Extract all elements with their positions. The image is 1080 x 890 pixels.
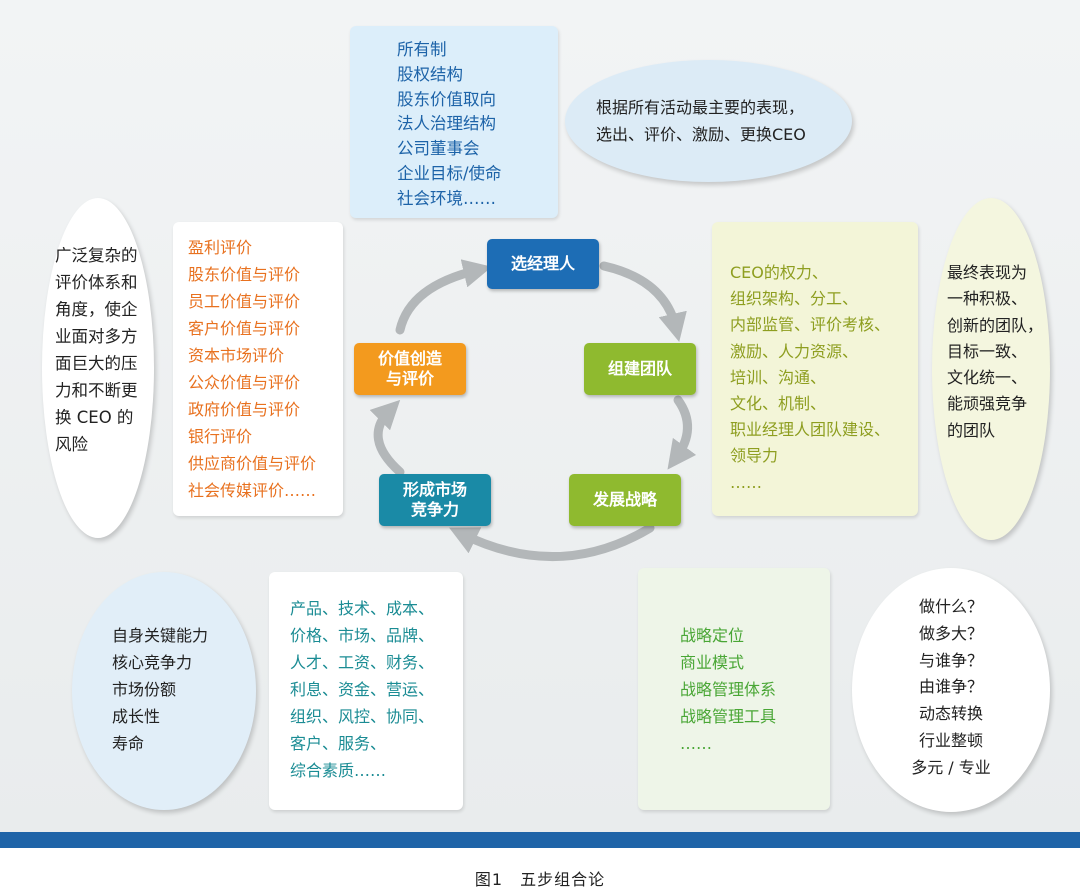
ceo-selection-ellipse: 根据所有活动最主要的表现， 选出、评价、激励、更换CEO <box>565 60 852 182</box>
strategy-item: 战略管理工具 <box>680 707 777 726</box>
evaluation-item: 政府价值与评价 <box>188 400 301 419</box>
build-team-node: 组建团队 <box>584 343 696 395</box>
strategy-question-line: 做多大？ <box>918 623 983 643</box>
pressure-line: 换 CEO 的 <box>55 408 134 427</box>
evaluation-item: 公众价值与评价 <box>188 373 301 392</box>
pressure-line: 角度，使企 <box>55 300 138 319</box>
strategy-card: 战略定位 商业模式 战略管理体系 战略管理工具 …… <box>638 568 830 810</box>
form-competitiveness-node: 形成市场 竞争力 <box>379 474 491 526</box>
strategy-item: 战略管理体系 <box>680 680 777 699</box>
competitiveness-factor-item: 综合素质…… <box>290 761 387 780</box>
arrow-select-to-build <box>599 261 687 343</box>
ceo-selection-line: 选出、评价、激励、更换CEO <box>596 125 806 144</box>
team-building-item: 职业经理人团队建设、 <box>730 420 891 440</box>
competitiveness-factor-item: 价格、市场、品牌、 <box>290 626 435 645</box>
pressure-ellipse: 广泛复杂的 评价体系和 角度，使企 业面对多方 面巨大的压 力和不断更 换 CE… <box>42 198 154 538</box>
team-result-line: 文化统一、 <box>947 368 1028 388</box>
evaluation-item: 银行评价 <box>188 427 253 446</box>
pressure-line: 面巨大的压 <box>55 354 138 373</box>
ownership-item: 股东价值取向 <box>397 89 496 109</box>
team-result-line: 最终表现为 <box>947 263 1028 282</box>
form-competitiveness-label-2: 竞争力 <box>410 500 459 519</box>
select-manager-node: 选经理人 <box>487 239 599 289</box>
pressure-line: 风险 <box>55 435 88 454</box>
team-building-item: 激励、人力资源、 <box>730 341 859 361</box>
ownership-item: 企业目标/使命 <box>397 163 502 183</box>
pressure-line: 评价体系和 <box>55 273 138 292</box>
arrow-build-to-strategy <box>667 395 697 470</box>
team-result-line: 能顽强竞争 <box>947 394 1028 414</box>
team-result-line: 目标一致、 <box>947 341 1028 361</box>
ownership-item: 所有制 <box>397 40 447 59</box>
evaluation-item: 盈利评价 <box>188 238 253 257</box>
develop-strategy-label: 发展战略 <box>592 490 657 509</box>
pressure-line: 广泛复杂的 <box>55 246 138 265</box>
develop-strategy-node: 发展战略 <box>569 474 681 526</box>
evaluation-item: 股东价值与评价 <box>188 265 301 284</box>
evaluation-item: 员工价值与评价 <box>188 292 301 311</box>
team-result-ellipse: 最终表现为 一种积极、 创新的团队， 目标一致、 文化统一、 能顽强竞争 的团队 <box>932 198 1050 540</box>
team-building-item: 培训、沟通、 <box>730 367 827 387</box>
build-team-label: 组建团队 <box>607 359 672 378</box>
arrow-strategy-to-form <box>449 523 655 562</box>
competitiveness-factor-item: 客户、服务、 <box>290 734 387 753</box>
value-creation-label-1: 价值创造 <box>377 349 442 368</box>
team-building-item: 领导力 <box>730 446 779 466</box>
competitiveness-factor-item: 组织、风控、协同、 <box>290 707 435 726</box>
strategy-item: 商业模式 <box>680 653 745 672</box>
core-capability-ellipse: 自身关键能力 核心竞争力 市场份额 成长性 寿命 <box>72 572 256 810</box>
value-creation-label-2: 与评价 <box>385 369 434 388</box>
evaluation-item: 资本市场评价 <box>188 346 285 365</box>
ownership-item: 股权结构 <box>397 64 463 84</box>
team-building-item: CEO的权力、 <box>730 263 828 282</box>
core-capability-line: 核心竞争力 <box>112 653 193 672</box>
evaluation-item: 供应商价值与评价 <box>188 454 317 473</box>
figure-caption: 图1 五步组合论 <box>474 870 606 889</box>
ownership-card: 所有制 股权结构 股东价值取向 法人治理结构 公司董事会 企业目标/使命 社会环… <box>350 26 558 218</box>
team-result-line: 一种积极、 <box>947 289 1028 309</box>
team-building-card: CEO的权力、 组织架构、分工、 内部监管、评价考核、 激励、人力资源、 培训、… <box>712 222 918 516</box>
competitiveness-factor-item: 利息、资金、营运、 <box>290 680 435 699</box>
value-creation-node: 价值创造 与评价 <box>354 343 466 395</box>
evaluation-item: 社会传媒评价…… <box>188 481 317 500</box>
core-capability-line: 成长性 <box>112 707 161 726</box>
team-building-item: 内部监管、评价考核、 <box>730 315 891 335</box>
footer-band <box>0 832 1080 848</box>
pressure-line: 业面对多方 <box>55 327 138 346</box>
competitiveness-factor-item: 人才、工资、财务、 <box>290 653 435 672</box>
strategy-question-line: 行业整顿 <box>918 730 983 750</box>
strategy-questions-ellipse: 做什么？ 做多大？ 与谁争？ 由谁争？ 动态转换 行业整顿 多元 / 专业 <box>852 568 1050 812</box>
ownership-item: 公司董事会 <box>397 139 480 159</box>
team-result-line: 创新的团队， <box>947 315 1044 335</box>
arrow-value-to-select <box>395 259 493 335</box>
team-building-item: …… <box>730 472 762 492</box>
team-result-line: 的团队 <box>947 420 996 440</box>
core-capability-line: 寿命 <box>112 734 145 753</box>
strategy-question-line: 由谁争？ <box>918 677 983 697</box>
team-building-item: 文化、机制、 <box>730 394 827 414</box>
ownership-item: 法人治理结构 <box>397 114 496 134</box>
evaluation-item: 客户价值与评价 <box>188 319 301 338</box>
ceo-selection-line: 根据所有活动最主要的表现， <box>596 98 805 117</box>
evaluation-card: 盈利评价 股东价值与评价 员工价值与评价 客户价值与评价 资本市场评价 公众价值… <box>173 222 343 516</box>
ownership-item: 社会环境…… <box>397 188 496 208</box>
form-competitiveness-label-1: 形成市场 <box>402 480 467 499</box>
arrow-form-to-value <box>369 399 405 477</box>
pressure-line: 力和不断更 <box>55 381 138 400</box>
core-capability-line: 自身关键能力 <box>112 626 209 645</box>
strategy-question-line: 多元 / 专业 <box>911 757 991 777</box>
strategy-question-line: 动态转换 <box>918 704 983 724</box>
competitiveness-factors-card: 产品、技术、成本、 价格、市场、品牌、 人才、工资、财务、 利息、资金、营运、 … <box>269 572 463 810</box>
competitiveness-factor-item: 产品、技术、成本、 <box>290 599 435 618</box>
strategy-item: 战略定位 <box>680 626 745 645</box>
core-capability-line: 市场份额 <box>112 680 177 699</box>
strategy-question-line: 与谁争？ <box>918 650 983 670</box>
strategy-item: …… <box>680 734 712 753</box>
select-manager-label: 选经理人 <box>510 254 575 273</box>
strategy-question-line: 做什么？ <box>918 597 983 616</box>
cycle-arrows <box>369 259 697 562</box>
team-building-item: 组织架构、分工、 <box>730 289 859 309</box>
